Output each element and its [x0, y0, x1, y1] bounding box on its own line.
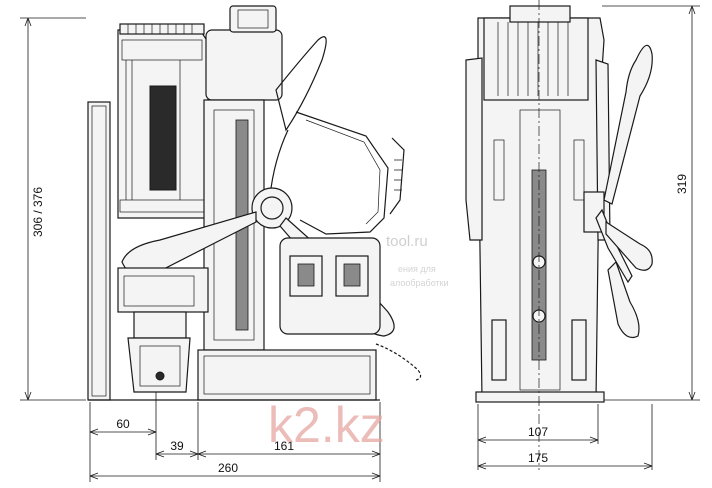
- front-dimensions: [20, 17, 381, 482]
- watermark-line1: ения для: [398, 264, 436, 274]
- dim-161-label: 161: [274, 439, 294, 453]
- dim-319-label: 319: [675, 174, 689, 194]
- dim-total-height-label: 306 / 376: [31, 187, 45, 237]
- front-view: [87, 5, 422, 401]
- dim-39-label: 39: [170, 439, 184, 453]
- dim-175-label: 175: [528, 451, 548, 465]
- dim-260-label: 260: [218, 461, 238, 475]
- dim-107-label: 107: [528, 425, 548, 439]
- watermark-main: k2.kz: [268, 397, 385, 453]
- side-dimensions: [477, 0, 700, 470]
- watermark-site: tool.ru: [386, 233, 428, 250]
- dim-60-label: 60: [116, 417, 130, 431]
- side-view: [465, 5, 653, 403]
- watermark-line2: алообработки: [390, 278, 449, 288]
